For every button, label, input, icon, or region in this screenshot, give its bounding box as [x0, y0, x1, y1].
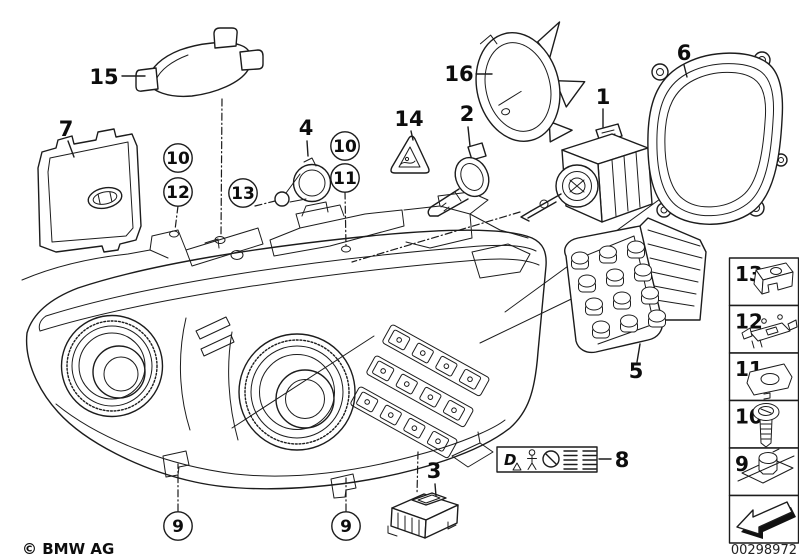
callout-2: 2 [460, 102, 475, 126]
mount-point-12 [169, 230, 179, 238]
part-1-xenon-igniter-drawing [520, 123, 653, 223]
mount-point-15 [214, 236, 226, 244]
leader-15 [220, 98, 223, 237]
text-lines-icon [563, 450, 578, 470]
copyright-text: © BMW AG [22, 540, 114, 558]
callout-line-7 [67, 140, 75, 158]
part-3-module-drawing [387, 492, 459, 539]
headlamp-assembly-drawing [21, 191, 547, 499]
callouts: 15 7 4 14 2 16 1 6 5 3 8 10 12 13 10 11 [59, 41, 692, 541]
callout-line-4 [306, 140, 309, 157]
divider-arc-2 [228, 331, 239, 441]
callout-14: 14 [394, 107, 423, 131]
clip-nut-icon [746, 363, 793, 400]
callout-circle-9-left: 9 [172, 517, 184, 537]
housing-rear-edge [21, 249, 169, 281]
mounting-tab-right [451, 431, 494, 468]
housing-ridge [469, 213, 529, 239]
led-column-3 [627, 240, 666, 328]
callout-5: 5 [629, 359, 644, 383]
part-16-retaining-ring-drawing [475, 21, 586, 143]
label-letter-d: D [504, 451, 516, 469]
text-lines-icon [582, 450, 597, 470]
callout-4: 4 [299, 116, 314, 140]
inner-rim [55, 403, 506, 477]
callout-6: 6 [677, 41, 692, 65]
retainer-clip-icon [741, 314, 798, 349]
direction-arrow-icon [736, 501, 796, 539]
part-15-cover-drawing [135, 27, 264, 98]
callout-8: 8 [615, 448, 630, 472]
lens-band-cap [38, 315, 47, 332]
callout-1: 1 [596, 85, 611, 109]
callout-line-5 [636, 343, 641, 363]
part-7-control-unit-drawing [37, 128, 142, 253]
screw-icon [752, 403, 780, 448]
projector-high-beam [238, 333, 356, 451]
callout-circle-13: 13 [231, 184, 255, 204]
xenon-bulb-axis [351, 211, 521, 263]
part-8-info-label-drawing: D [496, 446, 598, 473]
housing-slab-b [269, 209, 405, 257]
callout-line-3 [434, 483, 437, 497]
callout-circle-9-center: 9 [340, 517, 352, 537]
callout-7: 7 [59, 117, 74, 141]
divider-arc-1 [179, 317, 191, 431]
projector-low-beam [60, 314, 164, 418]
mount-point-11 [341, 245, 351, 253]
vent-slot-2 [200, 334, 235, 357]
callout-circle-10-left: 10 [166, 149, 190, 169]
clamp-bracket-icon [753, 262, 794, 295]
lens-band-upper [45, 244, 537, 317]
mounting-tab-center [330, 473, 357, 499]
callout-line-2 [467, 126, 471, 147]
callout-circle-11: 11 [333, 169, 357, 189]
callout-line-6 [683, 64, 688, 78]
housing-slab-c [403, 205, 473, 249]
housing-bracket-left [149, 229, 187, 251]
mounting-tab-left [162, 450, 190, 478]
prohibition-icon [542, 450, 560, 468]
callout-16: 16 [444, 62, 473, 86]
person-icon [527, 449, 537, 470]
indicator-bank [350, 324, 490, 459]
leader-11 [344, 191, 347, 247]
part-2-halogen-bulb-drawing [427, 142, 490, 217]
housing-slab-a [185, 227, 264, 267]
part-5-led-module-drawing [564, 217, 707, 354]
housing-tab-c [301, 201, 329, 217]
callout-circle-12: 12 [166, 183, 190, 203]
part-14-warning-label-drawing [390, 135, 430, 174]
callout-15: 15 [89, 65, 118, 89]
housing-hole [230, 250, 244, 260]
callout-circle-10-right: 10 [333, 137, 357, 157]
warning-triangle-icon [512, 462, 522, 471]
led-column-1 [571, 251, 610, 339]
callout-3: 3 [427, 459, 442, 483]
captive-nut-icon [737, 448, 795, 484]
housing-tab-a [204, 238, 220, 249]
lens-band-lower [39, 258, 540, 332]
leader-12 [174, 205, 179, 231]
callout-line-14 [410, 130, 414, 141]
lens-outline [25, 229, 547, 490]
hardware-legend: 13 12 11 10 9 [728, 257, 799, 544]
leader-3 [416, 451, 419, 495]
housing-corner-bracket [471, 243, 531, 279]
housing-tab-b [295, 204, 345, 229]
part-6-cover-drawing [647, 51, 788, 225]
led-column-2 [599, 245, 638, 333]
drawing-number: 00298972 [731, 543, 797, 558]
part-4-bulb-holder-drawing [274, 157, 332, 207]
vent-slot-1 [195, 316, 231, 340]
legend-9: 9 [735, 452, 749, 476]
reflection-line [231, 335, 375, 429]
